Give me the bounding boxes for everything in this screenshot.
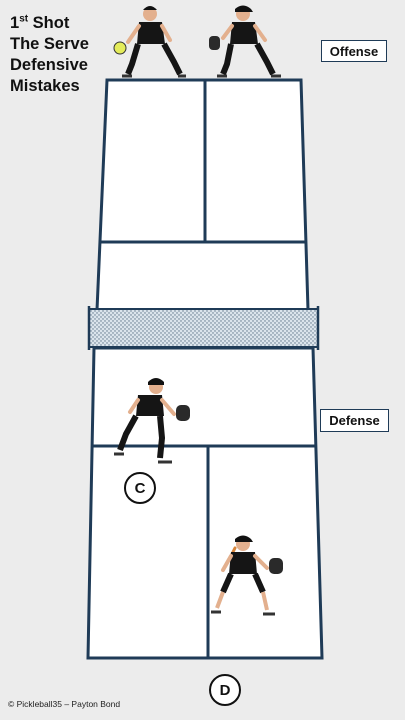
marker-c: C [124, 472, 156, 504]
paddle-yellow [113, 41, 127, 55]
paddle-dark [176, 405, 190, 421]
offense-label: Offense [321, 40, 387, 62]
title-line-4: Mistakes [10, 77, 80, 95]
net [88, 308, 319, 348]
offense-court-half [95, 78, 310, 312]
title-line-2: The Serve [10, 35, 89, 53]
paddle-dark [269, 558, 283, 574]
title-line-1: 1st Shot [10, 13, 70, 32]
defense-court-half [86, 346, 324, 660]
title-line-3: Defensive [10, 56, 88, 74]
player-offense-server [113, 6, 186, 78]
player-offense-partner [209, 5, 281, 78]
defense-label: Defense [320, 409, 389, 432]
player-defense-c [114, 378, 190, 464]
player-defense-d [211, 535, 283, 616]
copyright-credit: © Pickleball35 – Payton Bond [8, 699, 121, 709]
diagram-title: 1st Shot The Serve Defensive Mistakes [10, 13, 89, 97]
paddle-dark [209, 36, 220, 50]
marker-d: D [209, 674, 241, 706]
